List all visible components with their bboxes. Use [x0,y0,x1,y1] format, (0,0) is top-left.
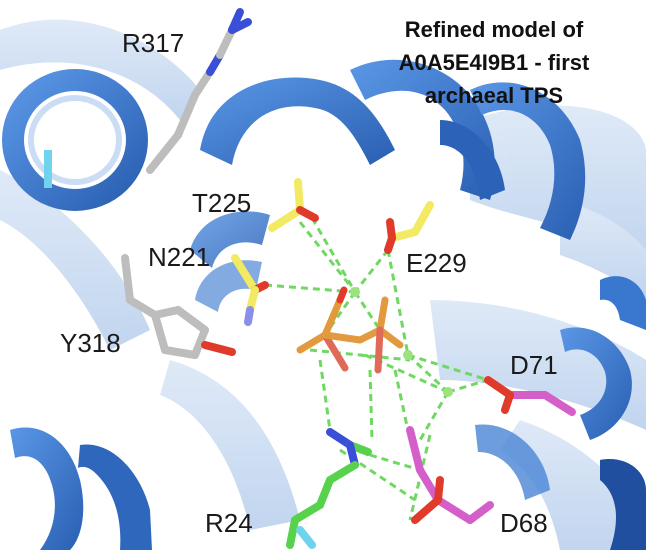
residue-d68-sticks [406,426,494,524]
residue-y318-sticks [121,254,236,359]
helix-right [560,276,646,440]
label-d71: D71 [510,350,558,380]
label-r317: R317 [122,28,184,58]
helix-bottom-left [10,427,152,550]
residue-d71-sticks [484,376,576,416]
background-helices [0,19,646,550]
title-line-3: archaeal TPS [425,83,563,108]
label-n221: N221 [148,242,210,272]
helix-upper-left [2,69,148,211]
helix-top-center [200,59,586,240]
magnesium-ions [350,287,453,397]
hydrogen-bonds [264,217,489,521]
label-e229: E229 [406,248,467,278]
label-y318: Y318 [60,328,121,358]
label-t225: T225 [192,188,251,218]
residue-r24-sticks [286,428,372,549]
diphosphate-ligand [296,286,404,374]
figure-title: Refined model of A0A5E4I9B1 - first arch… [399,17,590,108]
residue-t225-sticks [268,178,319,232]
residue-n221-sticks [231,254,269,326]
label-d68: D68 [500,508,548,538]
label-r24: R24 [205,508,253,538]
residue-e229-sticks [384,201,434,254]
helix-bottom-right [475,424,646,550]
residue-labels: R317 T225 N221 E229 Y318 D71 R24 D68 [60,28,558,538]
residue-r317-sticks [146,8,252,174]
title-line-1: Refined model of [405,17,584,42]
title-line-2: A0A5E4I9B1 - first [399,50,590,75]
